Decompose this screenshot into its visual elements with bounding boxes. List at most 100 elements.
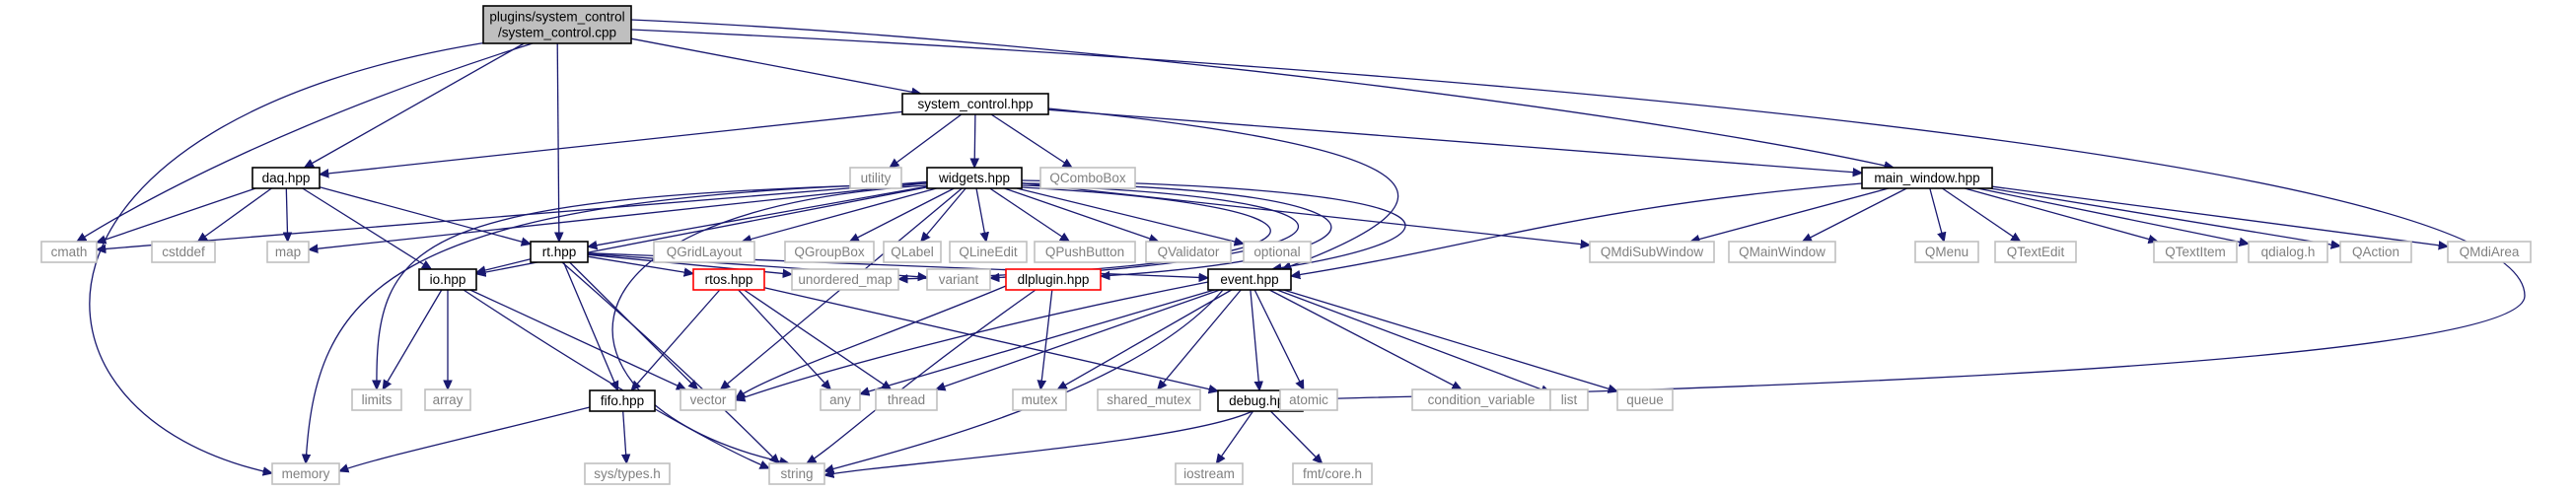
edge-debug_hpp-to-string <box>824 410 1253 475</box>
edge-widgets_hpp-to-qvalidator <box>1004 187 1158 242</box>
node-label: limits <box>362 392 393 407</box>
node-box <box>482 5 632 44</box>
edge <box>824 410 1253 475</box>
node-sys_types_h: sys/types.h <box>584 462 671 485</box>
edge-widgets_hpp-to-memory <box>306 182 928 463</box>
node-rt_hpp[interactable]: rt.hpp <box>530 241 589 263</box>
edge <box>1047 108 1862 173</box>
edge-event_hpp-to-list <box>1276 289 1550 392</box>
edge-widgets_hpp-to-qmdisubwindow <box>1021 182 1590 246</box>
node-label: QMainWindow <box>1739 245 1825 259</box>
edge <box>921 187 966 242</box>
node-root[interactable]: plugins/system_control/system_control.cp… <box>482 5 632 44</box>
node-label: fmt/core.h <box>1303 466 1362 481</box>
node-box <box>1243 241 1312 263</box>
edge-io_hpp-to-vector <box>469 289 686 390</box>
node-label: plugins/system_control <box>489 10 624 25</box>
node-box <box>1914 241 1979 263</box>
edge <box>824 289 1224 471</box>
edge-event_hpp-to-shared_mutex <box>1158 289 1242 389</box>
node-box <box>692 268 765 291</box>
edge <box>89 40 494 473</box>
node-label: map <box>275 245 301 259</box>
edge <box>975 187 986 242</box>
node-qtextitem: QTextItem <box>2153 241 2238 263</box>
node-box <box>1589 241 1715 263</box>
edge <box>1291 182 1863 276</box>
edge <box>320 110 903 174</box>
node-box <box>680 388 737 411</box>
node-box <box>1207 268 1292 291</box>
edge <box>630 19 1894 168</box>
node-box <box>1279 388 1338 411</box>
node-box <box>791 268 899 291</box>
node-box <box>418 268 477 291</box>
edge-io_hpp-to-string <box>463 289 769 468</box>
edge <box>1283 289 1618 391</box>
node-main_window_hpp[interactable]: main_window.hpp <box>1861 167 1993 189</box>
edge <box>1276 289 1550 392</box>
edge-rt_hpp-to-rtos_hpp <box>587 255 693 273</box>
edge <box>77 42 534 242</box>
node-variant: variant <box>926 268 991 291</box>
node-box <box>151 241 216 263</box>
edge-rtos_hpp-to-debug_hpp <box>763 287 1218 391</box>
edge <box>1269 410 1322 463</box>
edge-rt_hpp-to-fifo_hpp <box>562 261 618 390</box>
node-limits: limits <box>351 388 402 411</box>
node-event_hpp[interactable]: event.hpp <box>1207 268 1292 291</box>
node-widgets_hpp[interactable]: widgets.hpp <box>926 167 1023 189</box>
node-qcombobox: QComboBox <box>1039 167 1136 189</box>
node-label: condition_variable <box>1428 392 1536 407</box>
edge-event_hpp-to-thread <box>936 289 1221 389</box>
node-qpushbutton: QPushButton <box>1034 241 1136 263</box>
node-unordered_map: unordered_map <box>791 268 899 291</box>
node-condition_variable: condition_variable <box>1411 388 1551 411</box>
node-qtextedit: QTextEdit <box>1994 241 2077 263</box>
node-qgridlayout: QGridLayout <box>653 241 755 263</box>
node-label: /system_control.cpp <box>498 26 616 40</box>
node-label: cstddef <box>162 245 205 259</box>
edge <box>1216 410 1254 463</box>
node-label: qdialog.h <box>2261 245 2316 259</box>
node-label: array <box>433 392 464 407</box>
edge-dlplugin_hpp-to-vector <box>736 285 1007 398</box>
node-box <box>875 388 938 411</box>
node-label: daq.hpp <box>262 171 311 185</box>
edge-event_hpp-to-atomic <box>1253 289 1305 389</box>
edge-rtos_hpp-to-any <box>738 289 831 389</box>
edge-daq_hpp-to-rt_hpp <box>319 186 531 245</box>
node-dlplugin_hpp[interactable]: dlplugin.hpp <box>1005 268 1102 291</box>
node-daq_hpp[interactable]: daq.hpp <box>251 167 321 189</box>
node-qmdisubwindow: QMdiSubWindow <box>1589 241 1715 263</box>
node-box <box>1549 388 1589 411</box>
node-fifo_hpp[interactable]: fifo.hpp <box>589 389 656 412</box>
edge <box>850 187 955 242</box>
edge <box>623 410 627 463</box>
edge <box>469 289 686 390</box>
edge <box>1021 182 1590 246</box>
edge <box>319 186 531 245</box>
edge-io_hpp-to-limits <box>383 289 443 389</box>
node-qmdiarea: QMdiArea <box>2447 241 2532 263</box>
edge <box>1253 289 1305 389</box>
edge-event_hpp-to-any <box>860 289 1215 394</box>
node-rtos_hpp[interactable]: rtos.hpp <box>692 268 765 291</box>
edge-rtos_hpp-to-thread <box>744 289 892 389</box>
node-box <box>926 268 991 291</box>
node-io_hpp[interactable]: io.hpp <box>418 268 477 291</box>
node-box <box>584 462 671 485</box>
edge <box>97 187 256 243</box>
node-system_control_hpp[interactable]: system_control.hpp <box>901 93 1049 115</box>
node-label: event.hpp <box>1220 272 1278 287</box>
node-label: QComboBox <box>1049 171 1126 185</box>
edge <box>1964 187 2158 242</box>
edge-root-to-main_window_hpp <box>630 19 1894 168</box>
edge-widgets_hpp-to-qpushbutton <box>989 187 1070 242</box>
node-label: utility <box>861 171 892 185</box>
node-label: QMdiSubWindow <box>1601 245 1704 259</box>
edge-main_window_hpp-to-qdialog_h <box>1977 187 2249 244</box>
node-label: any <box>829 392 851 407</box>
node-box <box>2447 241 2532 263</box>
